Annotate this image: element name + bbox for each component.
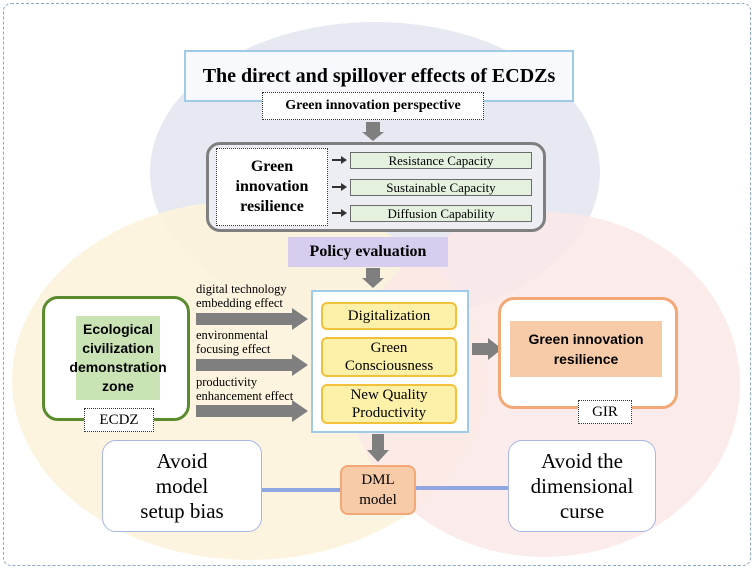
curse-line-3: curse	[559, 498, 605, 523]
dml-model-box: DML model	[340, 465, 416, 515]
outer-frame	[3, 3, 751, 566]
effect-3-line-1: productivity	[196, 375, 258, 389]
title-box: The direct and spillover effects of ECDZ…	[184, 50, 574, 102]
effect-2-line-1: environmental	[196, 328, 269, 342]
perspective-box: Green innovation perspective	[262, 92, 484, 120]
effect-label-1: digital technology embedding effect	[196, 282, 287, 310]
mechanism-1-text: Digitalization	[347, 307, 431, 324]
arrow-shaft-1	[366, 122, 380, 132]
effect-arrow-head-3	[292, 400, 308, 422]
mechanism-2-line-2: Consciousness	[344, 358, 434, 374]
gir-label: Green innovation resilience	[510, 321, 662, 377]
ecdz-label-line-1: Ecological	[82, 321, 154, 337]
capacity-item-1-text: Resistance Capacity	[388, 152, 494, 168]
gir-tag: GIR	[578, 400, 632, 424]
gir-label-line-3: resilience	[240, 198, 304, 215]
mechanism-3-line-1: New Quality	[350, 387, 428, 403]
effect-1-line-2: embedding effect	[196, 296, 283, 310]
gir-box-line-2: resilience	[553, 351, 619, 367]
capacity-item-1: Resistance Capacity	[350, 152, 532, 169]
mechanism-2-line-1: Green	[370, 340, 408, 356]
cap-arrow-head-3	[341, 209, 347, 217]
policy-evaluation-box: Policy evaluation	[288, 237, 448, 267]
dml-arrow-shaft	[372, 434, 384, 450]
bias-line-3: setup bias	[140, 498, 224, 523]
effect-label-2: environmental focusing effect	[196, 328, 270, 356]
title-text: The direct and spillover effects of ECDZ…	[202, 64, 556, 87]
mechanism-new-quality-productivity: New Quality Productivity	[321, 384, 457, 424]
cap-arrow-head-1	[341, 156, 347, 164]
gir-block-label: Green innovation resilience	[216, 148, 328, 226]
capacity-item-2: Sustainable Capacity	[350, 179, 532, 196]
capacity-item-3-text: Diffusion Capability	[387, 205, 495, 221]
cap-arrow-shaft-2	[332, 186, 342, 188]
avoid-curse-box: Avoid the dimensional curse	[508, 440, 656, 532]
bias-line-1: Avoid	[156, 448, 208, 473]
arrow-head-1	[362, 132, 384, 141]
ecdz-label-line-4: zone	[102, 378, 134, 394]
effect-label-3: productivity enhancement effect	[196, 375, 293, 403]
perspective-text: Green innovation perspective	[285, 98, 461, 113]
effect-3-line-2: enhancement effect	[196, 389, 294, 403]
curse-connector-line	[416, 486, 508, 490]
effect-arrow-shaft-1	[196, 313, 292, 325]
arrow-head-2	[362, 278, 384, 288]
ecdz-label-line-2: civilization	[82, 340, 154, 356]
capacity-item-2-text: Sustainable Capacity	[386, 179, 496, 195]
effect-arrow-head-1	[292, 308, 308, 330]
ecdz-tag: ECDZ	[84, 408, 154, 432]
ecdz-label: Ecological civilization demonstration zo…	[69, 316, 167, 400]
cap-arrow-head-2	[341, 183, 347, 191]
bias-connector-line	[262, 488, 340, 492]
gir-arrow-shaft	[472, 343, 488, 355]
curse-line-2: dimensional	[530, 473, 634, 498]
bias-line-2: model	[155, 473, 209, 498]
dml-line-2: model	[359, 492, 397, 508]
mechanism-green-consciousness: Green Consciousness	[321, 337, 457, 377]
mechanism-digitalization: Digitalization	[321, 302, 457, 330]
dml-arrow-head	[367, 450, 389, 462]
effect-2-line-2: focusing effect	[196, 342, 271, 356]
effect-arrow-shaft-3	[196, 405, 292, 417]
policy-evaluation-text: Policy evaluation	[309, 243, 427, 260]
ecdz-label-line-3: demonstration	[69, 359, 167, 375]
gir-label-line-1: Green	[250, 158, 294, 175]
cap-arrow-shaft-1	[332, 159, 342, 161]
effect-1-line-1: digital technology	[196, 282, 287, 296]
capacity-item-3: Diffusion Capability	[350, 205, 532, 222]
gir-box-line-1: Green innovation	[528, 331, 644, 347]
gir-label-line-2: innovation	[235, 178, 309, 195]
mechanism-3-line-2: Productivity	[351, 405, 427, 421]
dml-line-1: DML	[361, 472, 395, 488]
gir-tag-text: GIR	[592, 403, 618, 420]
ecdz-tag-text: ECDZ	[99, 411, 139, 428]
effect-arrow-shaft-2	[196, 359, 292, 371]
cap-arrow-shaft-3	[332, 212, 342, 214]
effect-arrow-head-2	[292, 354, 308, 376]
avoid-bias-box: Avoid model setup bias	[102, 440, 262, 532]
arrow-shaft-2	[366, 268, 380, 278]
curse-line-1: Avoid the	[541, 448, 623, 473]
